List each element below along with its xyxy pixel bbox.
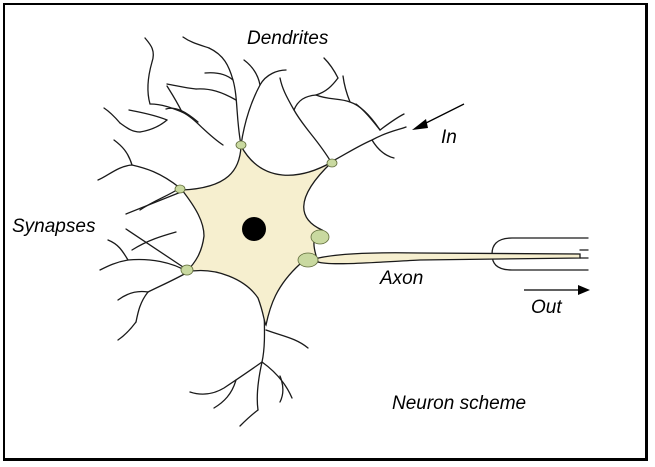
in-label: In	[441, 127, 457, 149]
dendrites-upper	[104, 37, 406, 162]
synapse-right-lower	[298, 253, 318, 267]
synapse-right-upper	[311, 230, 329, 244]
synapse-top	[236, 141, 246, 149]
axon-label: Axon	[380, 268, 423, 290]
synapse-pointers	[126, 190, 186, 269]
out-label: Out	[531, 297, 562, 319]
neuron-scheme-caption: Neuron scheme	[392, 393, 526, 415]
synapse-lower-left	[181, 265, 193, 275]
out-arrow	[524, 285, 590, 295]
cell-body	[182, 146, 580, 325]
synapse-left	[175, 185, 185, 193]
dendrites-label: Dendrites	[247, 28, 328, 50]
synapses-label: Synapses	[12, 216, 95, 238]
nucleus	[242, 217, 266, 241]
synapse-top-right	[327, 159, 337, 167]
dendrites-lower	[190, 298, 308, 426]
